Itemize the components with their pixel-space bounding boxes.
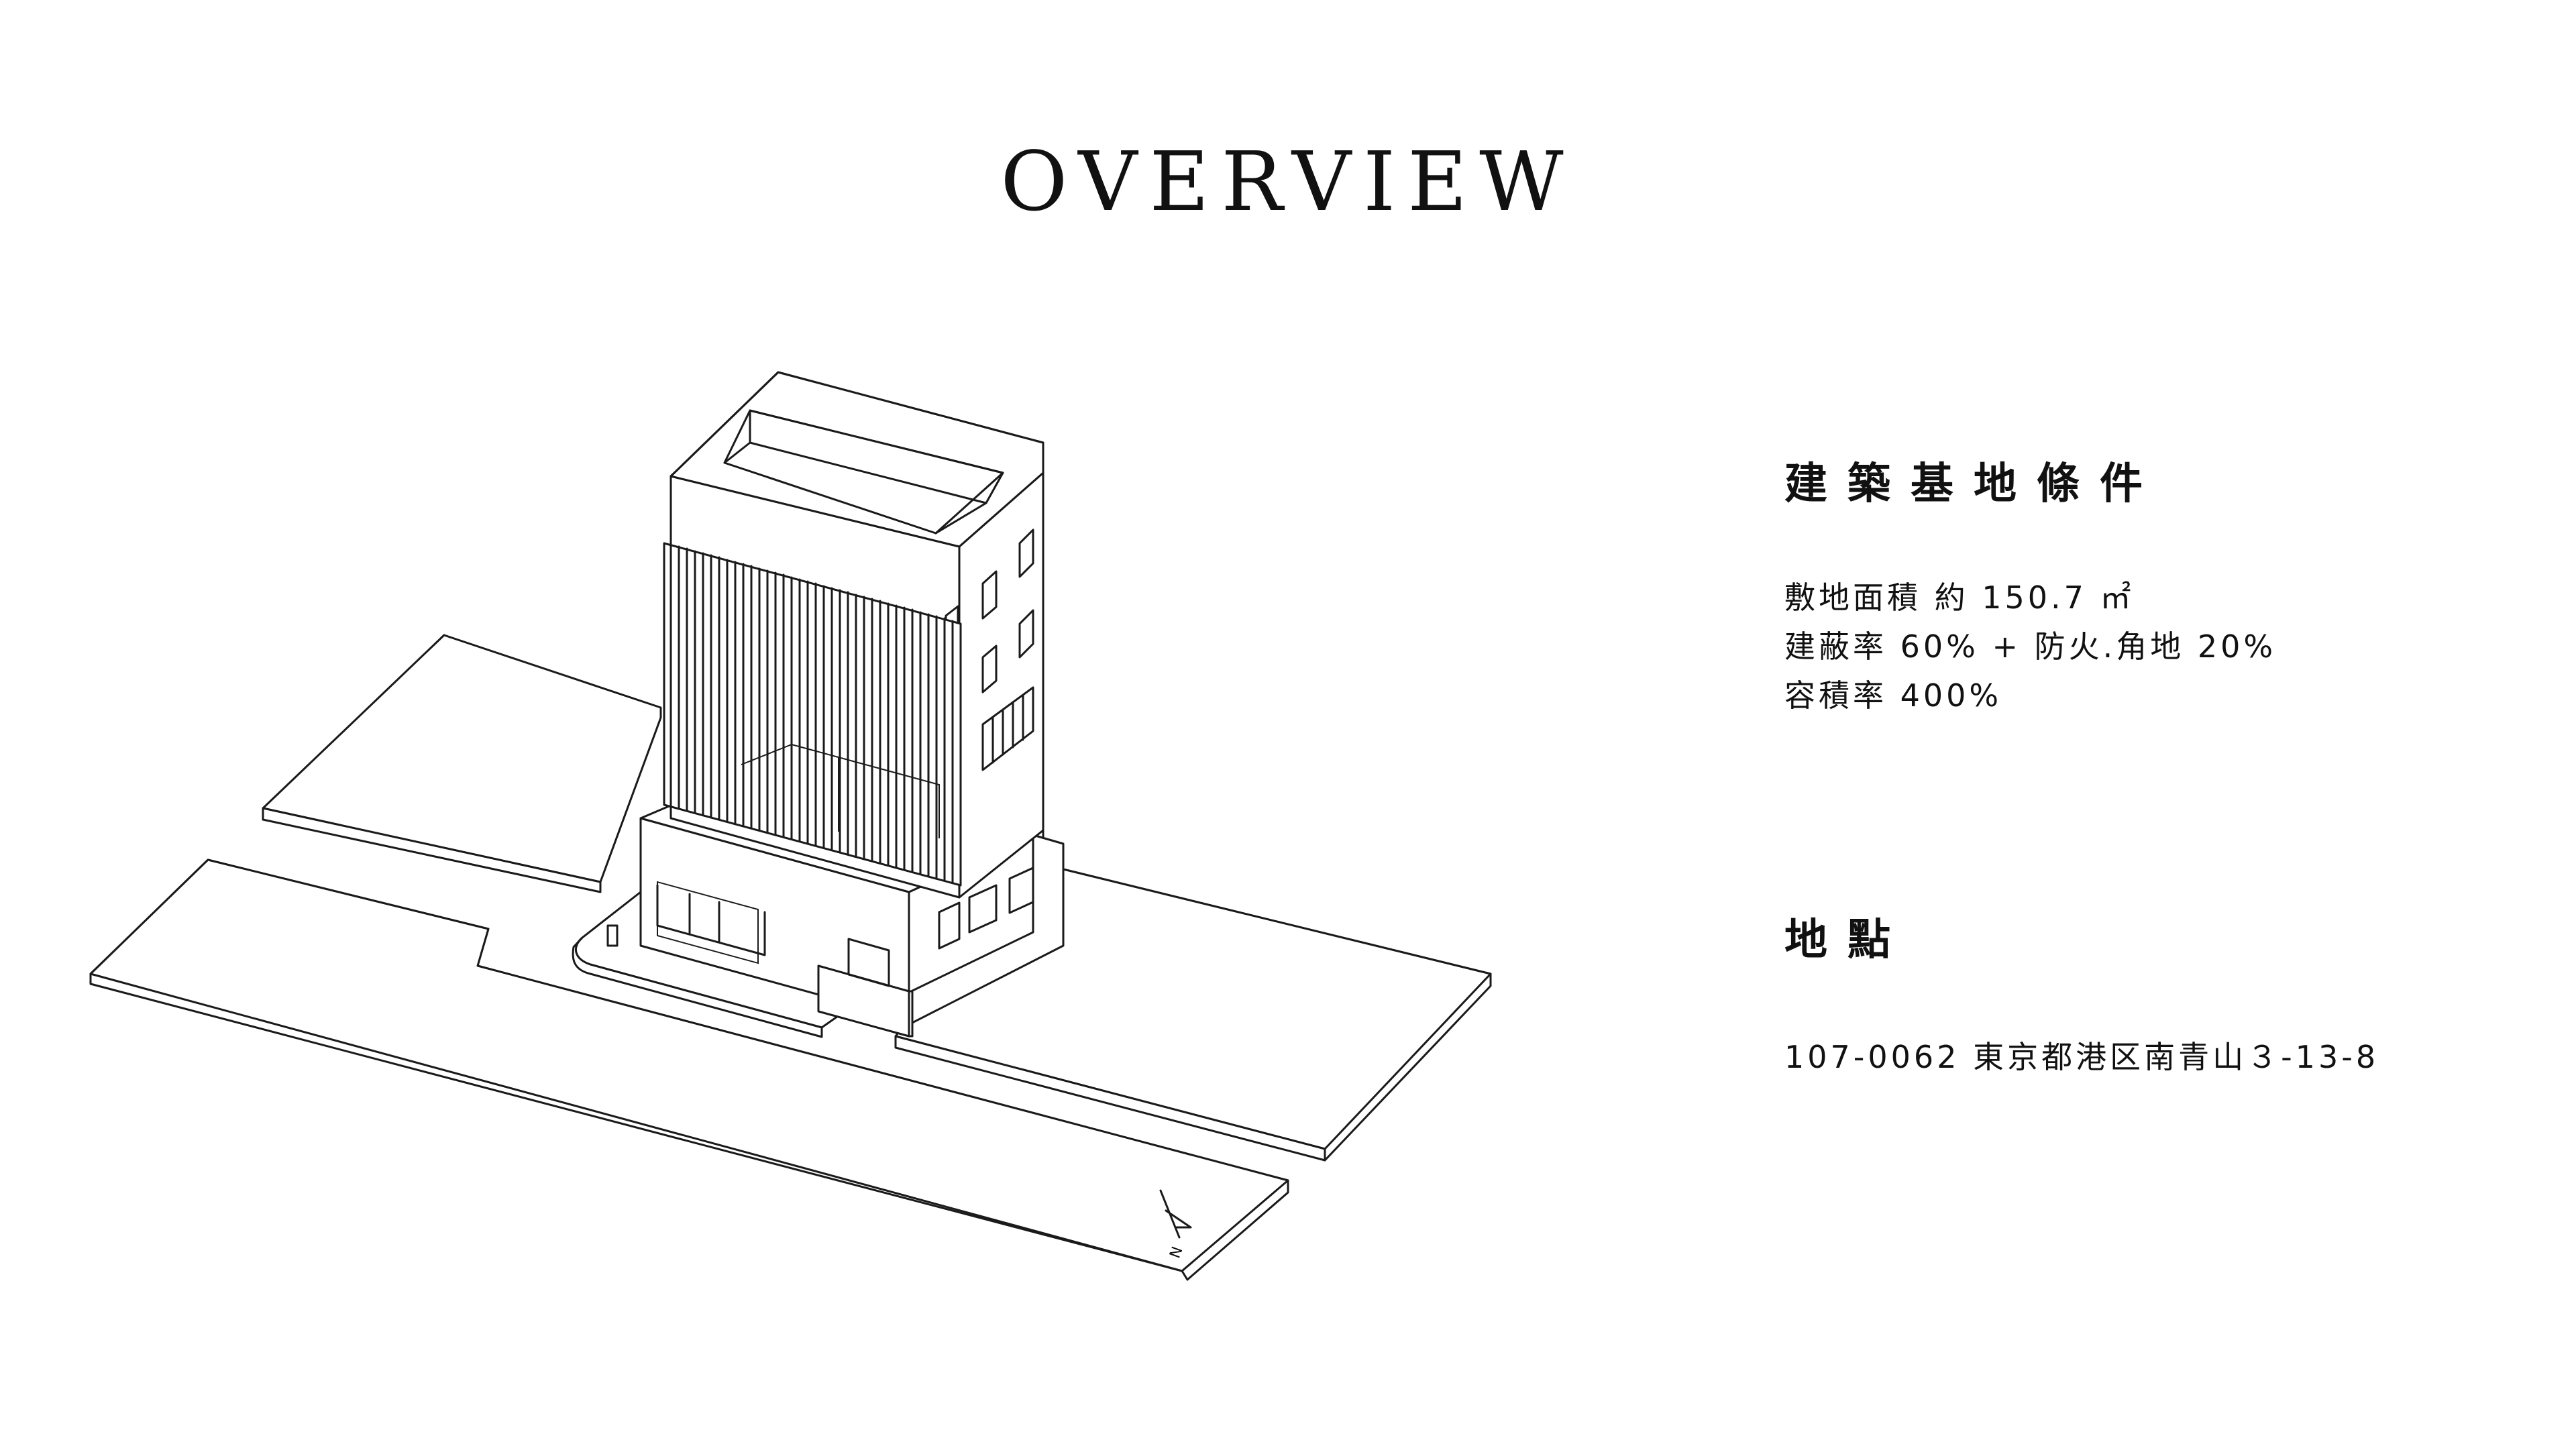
building-tower: [663, 371, 1044, 899]
street-plot-lower: N: [89, 858, 1289, 1281]
building-conditions-heading: 建築基地條件: [1784, 459, 2163, 509]
page-title: OVERVIEW: [1000, 134, 1576, 229]
adjacent-plot-upper-left: [262, 634, 662, 893]
address-text: 107-0062 東京都港区南青山３-13-8: [1784, 1039, 2379, 1075]
facade-louvers: [663, 542, 962, 887]
building-conditions-list: 敷地面積 約 150.7 ㎡ 建蔽率 60% + 防火.角地 20% 容積率 4…: [1784, 573, 2276, 720]
coverage-ratio-line: 建蔽率 60% + 防火.角地 20%: [1784, 628, 2277, 665]
floor-area-ratio-line: 容積率 400%: [1784, 677, 2002, 714]
location-heading: 地點: [1784, 915, 1911, 965]
site-area-line: 敷地面積 約 150.7 ㎡: [1784, 579, 2135, 616]
north-arrow-icon: [1159, 1189, 1192, 1239]
